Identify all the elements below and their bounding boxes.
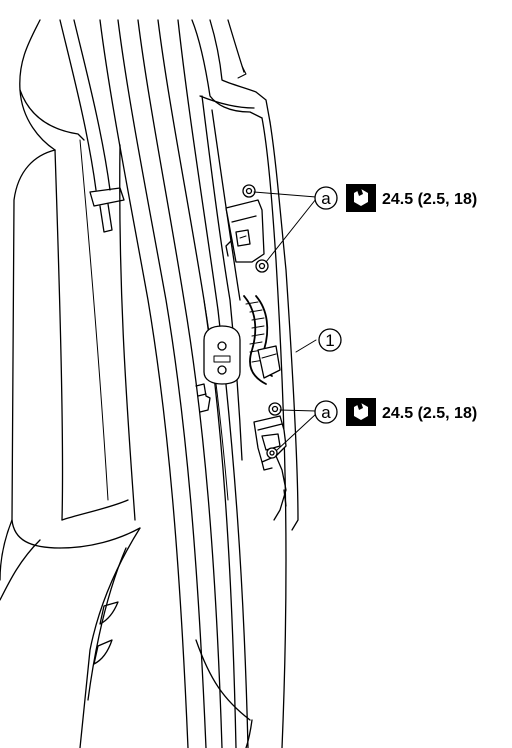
latch-opening (203, 325, 241, 385)
trim-clip (195, 383, 211, 413)
callout-a-upper: a (314, 186, 338, 210)
torque-spec-lower: 24.5 (2.5, 18) (382, 405, 477, 422)
lower-striker (253, 402, 287, 521)
torque-wrench-icon (346, 184, 376, 212)
body-pillar-panel (191, 19, 299, 748)
seat-cushion (0, 519, 141, 748)
wire-harness (243, 295, 281, 385)
callout-part-1-label: 1 (325, 331, 334, 350)
leader-lines (253, 191, 317, 451)
callout-part-1: 1 (318, 328, 342, 352)
callout-a-lower-label: a (321, 403, 331, 422)
torque-spec-upper: 24.5 (2.5, 18) (382, 191, 477, 208)
callout-a-lower: a (314, 400, 338, 424)
upper-striker (225, 184, 269, 273)
callout-a-upper-label: a (321, 189, 331, 208)
seat-belt (59, 19, 125, 233)
torque-wrench-icon (346, 398, 376, 426)
seat-back (11, 19, 141, 549)
